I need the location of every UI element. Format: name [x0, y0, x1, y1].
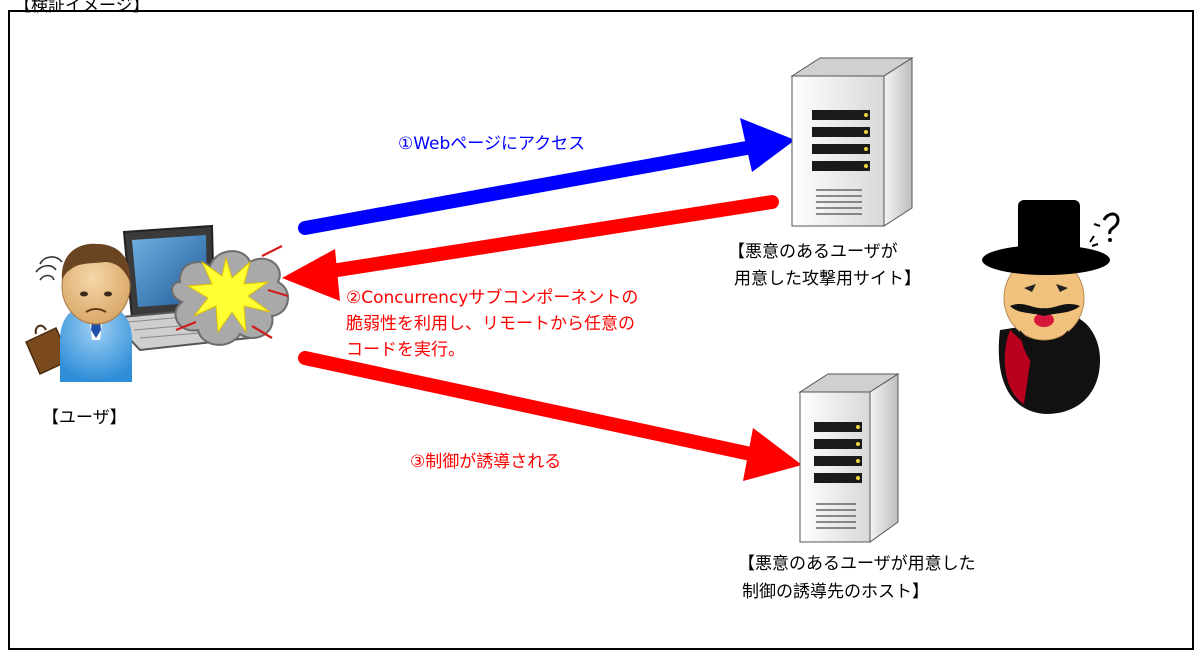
step2-label-line3: コードを実行。	[346, 340, 465, 360]
arrow-redirect-host	[298, 351, 802, 481]
step3-label: ③制御が誘導される	[410, 452, 562, 472]
step2-label-line2: 脆弱性を利用し、リモートから任意の	[346, 314, 635, 334]
arrow-exploit-response	[282, 195, 779, 301]
attack-site-server-icon	[790, 57, 914, 227]
host-label-line2: 制御の誘導先のホスト】	[742, 582, 929, 602]
attack-site-label-line1: 【悪意のあるユーザが	[728, 242, 898, 262]
diagram-canvas	[25, 57, 1120, 543]
attack-site-label-line2: 用意した攻撃用サイト】	[734, 269, 921, 289]
user-person-icon	[25, 243, 132, 382]
attacker-villain-icon	[982, 200, 1120, 414]
exploded-laptop-icon	[107, 224, 289, 352]
step1-label: ①Webページにアクセス	[398, 134, 586, 154]
page-title: 【検証イメージ】	[14, 0, 150, 16]
host-label-line1: 【悪意のあるユーザが用意した	[738, 554, 976, 574]
step2-label-line1: ②Concurrencyサブコンポーネントの	[346, 288, 639, 308]
arrow-access-site	[298, 118, 795, 235]
host-server-icon	[798, 373, 900, 543]
user-label: 【ユーザ】	[42, 408, 127, 428]
